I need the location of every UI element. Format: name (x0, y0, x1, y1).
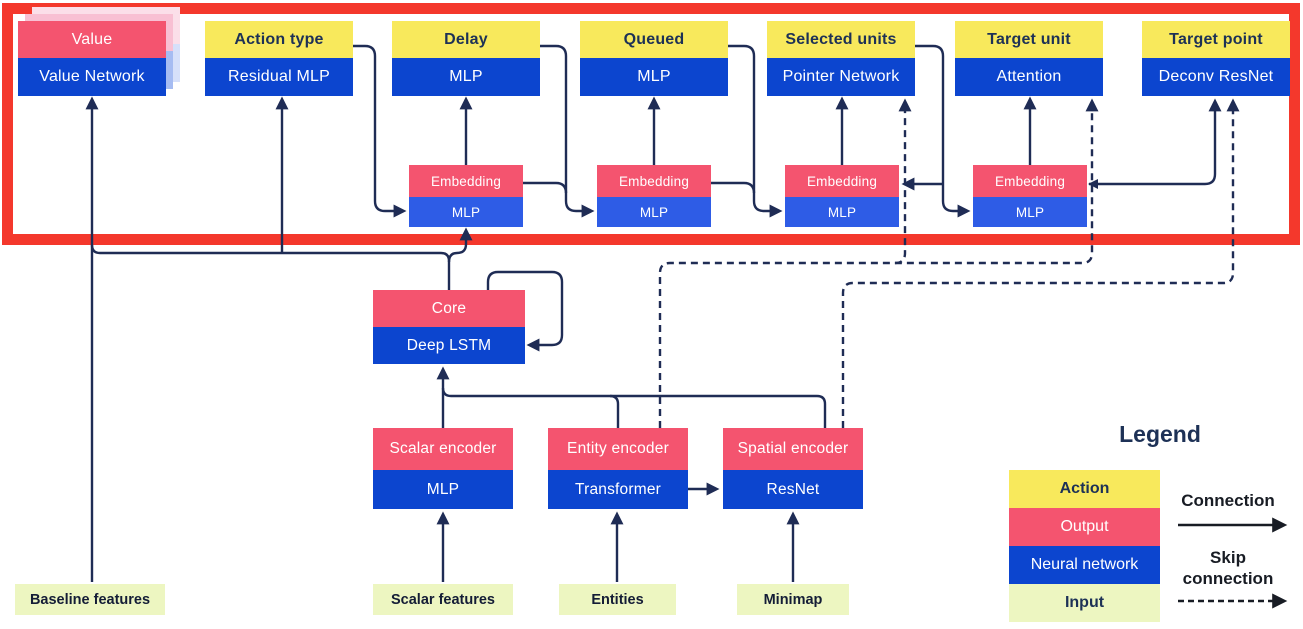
target-point-label: Target point (1142, 21, 1290, 58)
value-network-label: Value Network (18, 58, 166, 96)
legend-neural-network: Neural network (1009, 546, 1160, 584)
deconv-resnet-label: Deconv ResNet (1142, 58, 1290, 96)
edge-queued-to-embedding-3 (728, 44, 783, 218)
scalar-encoder-label: Scalar encoder (373, 428, 513, 470)
input-minimap: Minimap (737, 584, 849, 615)
skip-connections (658, 98, 1240, 428)
skip-entity-encoder-to-attention (658, 98, 1099, 428)
selected-units-label: Selected units (767, 21, 915, 58)
node-entity-encoder: Entity encoder Transformer (548, 428, 688, 509)
queued-mlp-label: MLP (580, 58, 728, 96)
edge-delay-to-embedding-2 (540, 44, 595, 218)
edge-embedding-2-to-embedding-3 (711, 181, 756, 194)
arrowhead-into-embedding-4 (1088, 179, 1098, 189)
edge-core-branch-left (90, 244, 451, 290)
input-scalar-features: Scalar features (373, 584, 513, 615)
edge-entity-encoder-to-core (609, 394, 620, 428)
node-embedding-1: Embedding MLP (409, 165, 523, 227)
node-scalar-encoder: Scalar encoder MLP (373, 428, 513, 509)
node-selected-units: Selected units Pointer Network (767, 21, 915, 96)
skip-entity-encoder-to-pointer-network (894, 98, 912, 265)
delay-label: Delay (392, 21, 540, 58)
embedding-1-mlp-label: MLP (409, 197, 523, 227)
pointer-network-label: Pointer Network (767, 58, 915, 96)
red-annotation-frame (2, 3, 1300, 245)
node-embedding-2: Embedding MLP (597, 165, 711, 227)
node-embedding-4: Embedding MLP (973, 165, 1087, 227)
embedding-1-label: Embedding (409, 165, 523, 197)
edge-embedding-4-to-deconv-resnet (1089, 98, 1222, 186)
node-delay: Delay MLP (392, 21, 540, 96)
transformer-label: Transformer (548, 470, 688, 509)
legend-arrows (1178, 517, 1288, 609)
node-target-unit: Target unit Attention (955, 21, 1103, 96)
value-output-label: Value (18, 21, 166, 58)
resnet-label: ResNet (723, 470, 863, 509)
action-type-label: Action type (205, 21, 353, 58)
embedding-4-mlp-label: MLP (973, 197, 1087, 227)
core-label: Core (373, 290, 525, 327)
scalar-encoder-mlp-label: MLP (373, 470, 513, 509)
solid-connections (85, 44, 1222, 582)
legend-output: Output (1009, 508, 1160, 546)
embedding-2-mlp-label: MLP (597, 197, 711, 227)
edge-action-type-to-embedding-1 (353, 44, 407, 218)
legend-title: Legend (1119, 421, 1201, 447)
attention-label: Attention (955, 58, 1103, 96)
edge-core-to-embedding-1 (447, 227, 473, 263)
legend-skip-connection-label: Skip connection (1182, 548, 1274, 588)
spatial-encoder-label: Spatial encoder (723, 428, 863, 470)
queued-label: Queued (580, 21, 728, 58)
edge-embedding-1-to-embedding-2 (523, 181, 568, 194)
entity-encoder-label: Entity encoder (548, 428, 688, 470)
embedding-3-label: Embedding (785, 165, 899, 197)
input-entities: Entities (559, 584, 676, 615)
node-core: Core Deep LSTM (373, 290, 525, 364)
node-target-point: Target point Deconv ResNet (1142, 21, 1290, 96)
node-value: Value Value Network (18, 21, 166, 96)
embedding-3-mlp-label: MLP (785, 197, 899, 227)
edge-spatial-encoder-to-core (441, 387, 827, 428)
node-spatial-encoder: Spatial encoder ResNet (723, 428, 863, 509)
legend-connection-label: Connection (1181, 491, 1275, 510)
node-embedding-3: Embedding MLP (785, 165, 899, 227)
delay-mlp-label: MLP (392, 58, 540, 96)
node-action-type: Action type Residual MLP (205, 21, 353, 96)
edge-core-recurrent-loop (486, 270, 564, 352)
legend-input: Input (1009, 584, 1160, 622)
skip-spatial-encoder-to-deconv-resnet (841, 98, 1240, 428)
legend-action: Action (1009, 470, 1160, 508)
edge-selected-units-to-embedding-4 (915, 44, 971, 218)
embedding-2-label: Embedding (597, 165, 711, 197)
deep-lstm-label: Deep LSTM (373, 327, 525, 364)
embedding-4-label: Embedding (973, 165, 1087, 197)
input-baseline-features: Baseline features (15, 584, 165, 615)
target-unit-label: Target unit (955, 21, 1103, 58)
residual-mlp-label: Residual MLP (205, 58, 353, 96)
node-queued: Queued MLP (580, 21, 728, 96)
